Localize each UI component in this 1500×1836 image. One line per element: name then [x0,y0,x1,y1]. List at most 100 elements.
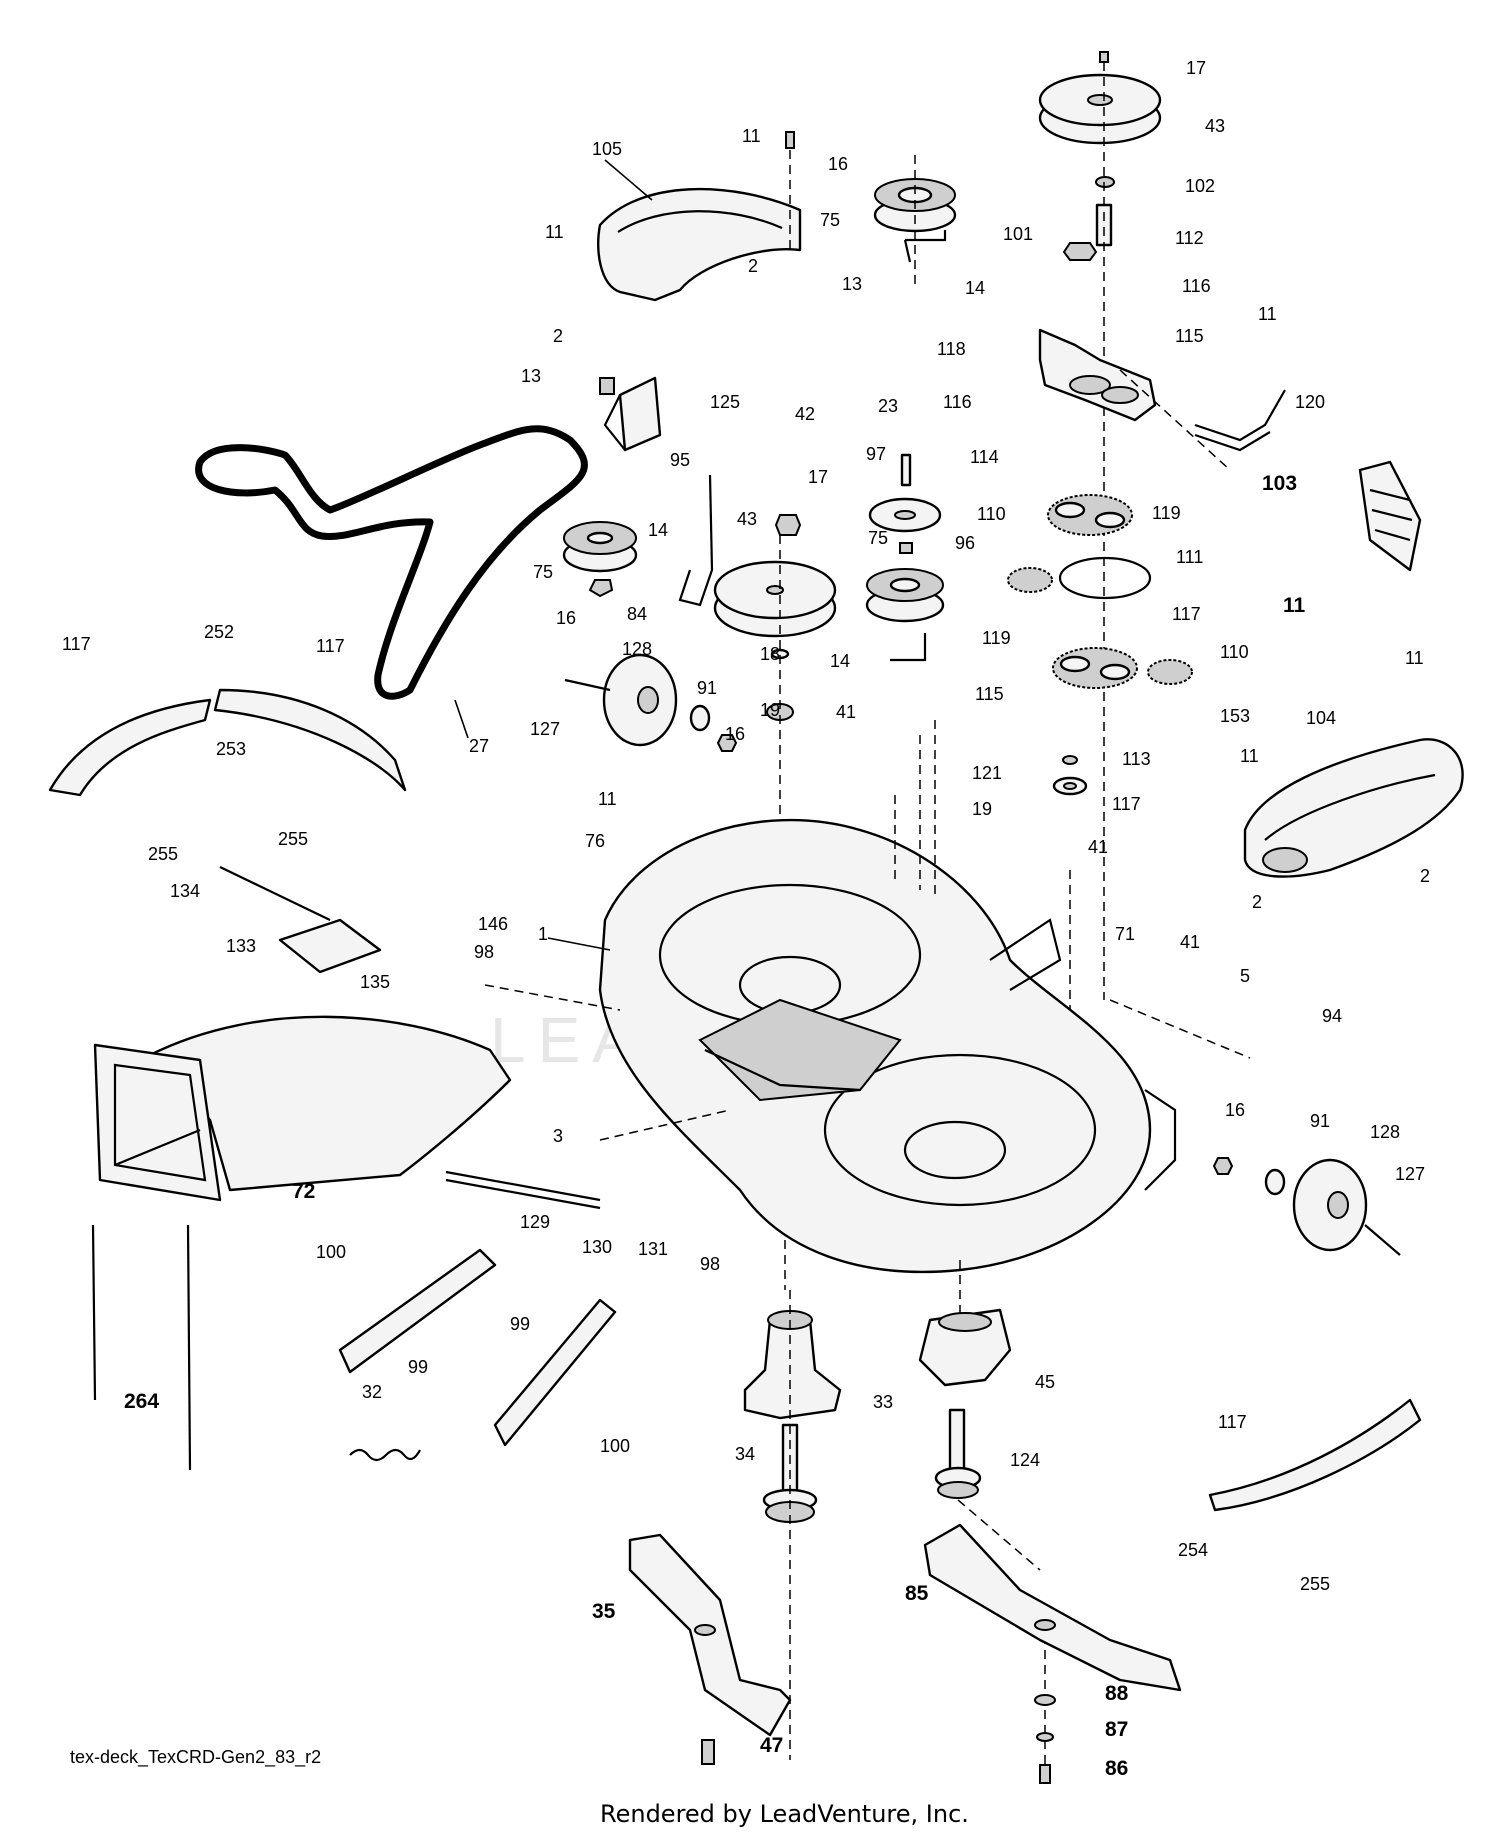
callout-117: 117 [1172,604,1201,624]
rod-134 [219,866,331,921]
callout-11: 11 [742,126,761,146]
callout-14: 14 [965,278,985,298]
callout-119: 119 [982,628,1011,648]
callout-11: 11 [598,789,617,809]
callout-86: 86 [1105,1757,1128,1780]
callout-118: 118 [937,339,966,359]
guard-103 [1358,460,1422,572]
callout-117: 117 [1112,794,1141,814]
callout-99: 99 [510,1314,530,1334]
callout-114: 114 [970,447,999,467]
callout-2: 2 [748,256,758,276]
callout-119: 119 [1152,503,1181,523]
callout-11: 11 [1240,746,1259,766]
gear-119-top [1047,494,1133,536]
callout-16: 16 [1225,1100,1245,1120]
callout-95: 95 [670,450,690,470]
callout-18: 18 [760,644,780,664]
callout-115: 115 [1175,326,1204,346]
callout-99: 99 [408,1357,428,1377]
callout-91: 91 [697,678,717,698]
callout-133: 133 [226,936,256,956]
callout-110: 110 [977,504,1006,524]
leader-27 [454,699,469,739]
callout-255: 255 [1300,1574,1330,1594]
bolt-11-top [785,131,795,250]
arm-84 [678,474,714,607]
idler-75-left [562,521,638,598]
callout-13: 13 [842,274,862,294]
baffle-252 [48,698,212,797]
spindle-housing-45 [918,1308,1012,1387]
callout-27: 27 [469,736,489,756]
callout-105: 105 [592,139,622,159]
callout-111: 111 [1176,547,1203,567]
callout-127: 127 [1395,1164,1425,1184]
callout-11: 11 [1283,594,1306,617]
callout-102: 102 [1185,176,1215,196]
washers-88-87-86 [1034,1694,1056,1784]
cables-264 [91,1224,192,1471]
gauge-wheel-128-left [564,653,738,752]
callout-134: 134 [170,881,200,901]
callout-75: 75 [533,562,553,582]
idler-97-96-75 [865,453,945,662]
callout-96: 96 [955,533,975,553]
callout-120: 120 [1295,392,1325,412]
drive-belt [195,425,588,700]
callout-35: 35 [592,1600,616,1623]
callout-254: 254 [1178,1540,1208,1560]
callout-98: 98 [474,942,494,962]
callout-2: 2 [1420,866,1430,886]
callout-84: 84 [627,604,647,624]
spindle-housing-33 [743,1310,842,1420]
callout-11: 11 [1258,304,1277,324]
callout-42: 42 [795,404,815,424]
callout-43: 43 [737,509,757,529]
baffle-253 [213,688,407,792]
callout-19: 19 [760,700,780,720]
blade-35 [628,1533,792,1737]
callout-116: 116 [1182,276,1211,296]
callout-264: 264 [124,1390,159,1413]
callout-153: 153 [1220,706,1250,726]
center-pulley-43 [713,514,837,721]
spindle-pulley-43-right [1038,51,1162,261]
rod-129 [445,1170,601,1210]
callout-110: 110 [1220,642,1249,662]
callout-13: 13 [521,366,541,386]
callout-16: 16 [828,154,848,174]
callout-100: 100 [600,1436,630,1456]
callout-11: 11 [545,222,564,242]
callout-17: 17 [1186,58,1206,78]
callout-88: 88 [1105,1682,1129,1705]
mower-deck-1 [598,818,1177,1274]
callout-3: 3 [553,1126,563,1146]
callout-71: 71 [1115,924,1135,944]
callout-121: 121 [972,763,1002,783]
gear-110-right [1147,659,1193,685]
blade-85 [923,1523,1182,1692]
gear-110-left [1007,567,1053,593]
diagram-id: tex-deck_TexCRD-Gen2_83_r2 [70,1747,321,1768]
callout-76: 76 [585,831,605,851]
bracket-125 [599,376,662,452]
footer-credit: Rendered by LeadVenture, Inc. [600,1800,969,1828]
callout-128: 128 [622,639,652,659]
callout-75: 75 [868,528,888,548]
callout-255: 255 [148,844,178,864]
callout-130: 130 [582,1237,612,1257]
callout-87: 87 [1105,1718,1128,1741]
link-120 [1194,389,1286,452]
callout-128: 128 [1370,1122,1400,1142]
callout-16: 16 [725,724,745,744]
callout-112: 112 [1175,228,1204,248]
callout-125: 125 [710,392,740,412]
callout-75: 75 [820,210,840,230]
callout-14: 14 [648,520,668,540]
callout-97: 97 [866,444,886,464]
callout-43: 43 [1205,116,1225,136]
bearing-19-right [1052,755,1088,796]
callout-2: 2 [1252,892,1262,912]
